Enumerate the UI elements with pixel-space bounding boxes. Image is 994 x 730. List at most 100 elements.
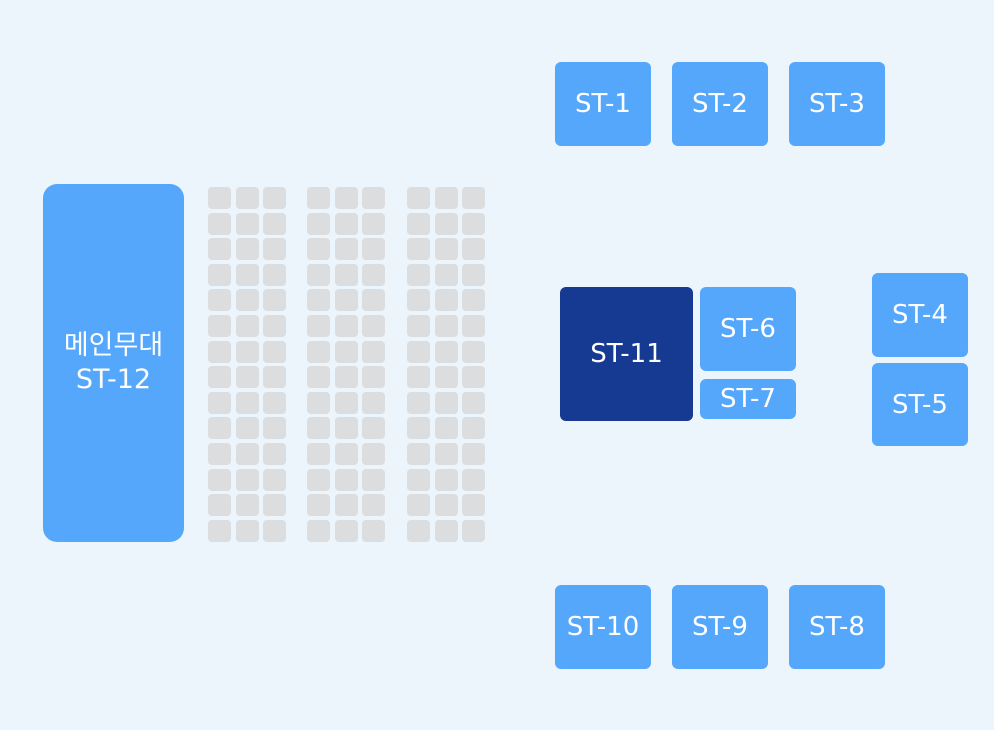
seat[interactable] (334, 391, 358, 414)
seat[interactable] (208, 340, 231, 363)
seat[interactable] (334, 289, 358, 312)
seat[interactable] (434, 391, 458, 414)
seat[interactable] (334, 519, 358, 542)
seat[interactable] (462, 263, 485, 286)
seat[interactable] (362, 468, 385, 491)
seat[interactable] (434, 468, 458, 491)
seat[interactable] (307, 187, 330, 209)
seat[interactable] (362, 187, 385, 209)
seat[interactable] (208, 315, 231, 337)
seat[interactable] (434, 263, 458, 286)
seat[interactable] (307, 238, 330, 261)
seat[interactable] (362, 494, 385, 517)
seat[interactable] (334, 263, 358, 286)
booth-st-5[interactable]: ST-5 (872, 363, 968, 446)
seat[interactable] (362, 289, 385, 312)
seat[interactable] (334, 468, 358, 491)
seat[interactable] (263, 494, 286, 517)
booth-st-7[interactable]: ST-7 (700, 379, 796, 419)
seat[interactable] (208, 417, 231, 440)
seat[interactable] (362, 263, 385, 286)
seat[interactable] (362, 391, 385, 414)
seat[interactable] (434, 519, 458, 542)
seat[interactable] (263, 417, 286, 440)
seat[interactable] (334, 443, 358, 465)
booth-st-1[interactable]: ST-1 (555, 62, 651, 146)
seat[interactable] (263, 289, 286, 312)
seat[interactable] (434, 443, 458, 465)
seat[interactable] (334, 340, 358, 363)
seat[interactable] (407, 494, 430, 517)
seat[interactable] (334, 187, 358, 209)
seat[interactable] (462, 366, 485, 389)
seat[interactable] (362, 315, 385, 337)
seat[interactable] (362, 212, 385, 235)
seat[interactable] (407, 289, 430, 312)
seat[interactable] (208, 238, 231, 261)
seat[interactable] (407, 366, 430, 389)
seat[interactable] (434, 315, 458, 337)
seat[interactable] (434, 417, 458, 440)
seat[interactable] (235, 238, 259, 261)
seat[interactable] (434, 238, 458, 261)
seat[interactable] (362, 238, 385, 261)
seat[interactable] (334, 494, 358, 517)
booth-st-6[interactable]: ST-6 (700, 287, 796, 371)
seat[interactable] (235, 289, 259, 312)
seat[interactable] (235, 340, 259, 363)
seat[interactable] (307, 494, 330, 517)
seat[interactable] (407, 315, 430, 337)
seat[interactable] (407, 443, 430, 465)
seat[interactable] (263, 238, 286, 261)
seat[interactable] (334, 417, 358, 440)
seat[interactable] (407, 340, 430, 363)
seat[interactable] (263, 468, 286, 491)
booth-st-2[interactable]: ST-2 (672, 62, 768, 146)
seat[interactable] (407, 468, 430, 491)
seat[interactable] (407, 391, 430, 414)
seat[interactable] (235, 519, 259, 542)
seat[interactable] (208, 187, 231, 209)
seat[interactable] (208, 212, 231, 235)
seat[interactable] (334, 315, 358, 337)
seat[interactable] (462, 212, 485, 235)
booth-st-4[interactable]: ST-4 (872, 273, 968, 357)
seat[interactable] (362, 443, 385, 465)
seat[interactable] (362, 366, 385, 389)
seat[interactable] (434, 187, 458, 209)
seat[interactable] (462, 417, 485, 440)
seat[interactable] (208, 289, 231, 312)
seat[interactable] (208, 263, 231, 286)
main-stage[interactable]: 메인무대 ST-12 (43, 184, 184, 542)
seat[interactable] (462, 289, 485, 312)
booth-st-8[interactable]: ST-8 (789, 585, 885, 669)
seat[interactable] (334, 238, 358, 261)
seat[interactable] (263, 315, 286, 337)
seat[interactable] (263, 391, 286, 414)
seat[interactable] (462, 315, 485, 337)
seat[interactable] (235, 443, 259, 465)
seat[interactable] (208, 468, 231, 491)
seat[interactable] (407, 417, 430, 440)
seat[interactable] (462, 443, 485, 465)
seat[interactable] (235, 468, 259, 491)
seat[interactable] (362, 417, 385, 440)
booth-st-11[interactable]: ST-11 (560, 287, 693, 421)
seat[interactable] (263, 263, 286, 286)
seat[interactable] (208, 443, 231, 465)
seat[interactable] (407, 519, 430, 542)
seat[interactable] (307, 366, 330, 389)
seat[interactable] (334, 366, 358, 389)
seat[interactable] (235, 315, 259, 337)
seat[interactable] (263, 443, 286, 465)
seat[interactable] (434, 340, 458, 363)
seat[interactable] (235, 366, 259, 389)
seat[interactable] (462, 468, 485, 491)
seat[interactable] (434, 289, 458, 312)
seat[interactable] (263, 366, 286, 389)
seat[interactable] (307, 263, 330, 286)
seat[interactable] (407, 263, 430, 286)
seat[interactable] (362, 519, 385, 542)
seat[interactable] (235, 187, 259, 209)
seat[interactable] (307, 468, 330, 491)
